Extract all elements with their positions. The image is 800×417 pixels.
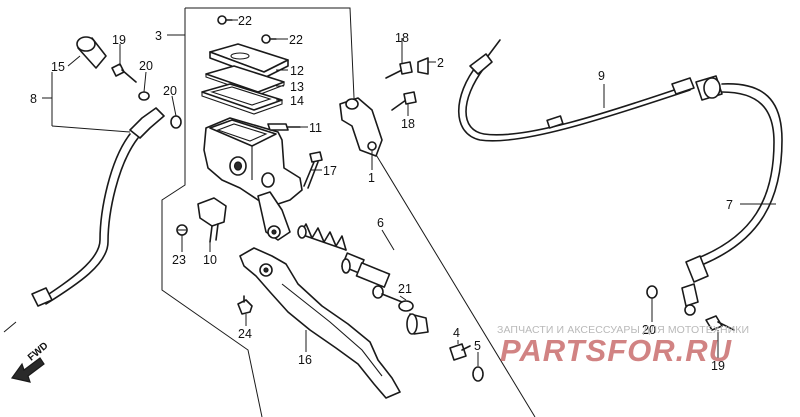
callout-22-side: 22 [289,33,303,47]
reservoir-diaphragm [201,83,283,115]
sealing-washer-left-1 [138,91,150,101]
callout-10: 10 [203,253,217,267]
mounting-bolt [303,151,323,189]
callout-1: 1 [368,171,375,185]
reservoir-screw-top [217,15,233,25]
hose-right [681,75,783,307]
callout-5: 5 [474,339,481,353]
dust-boot [398,300,414,312]
callout-23: 23 [172,253,186,267]
clamp-holder [339,97,383,157]
sealing-washer-right-1 [646,285,658,299]
callout-9: 9 [598,69,605,83]
clutch-switch [449,343,471,361]
hose-left [31,107,165,307]
piston-set [297,223,403,303]
callout-19-left: 19 [112,33,126,47]
callout-6: 6 [377,216,384,230]
callout-18-upper: 18 [395,31,409,45]
clutch-lever [239,247,401,399]
callout-numbers: 3 22 22 12 13 14 11 17 1 18 2 18 9 7 6 2… [30,14,733,373]
callout-3: 3 [155,29,162,43]
boot-cap [406,313,429,335]
bracket-bolt-lower [391,91,417,111]
hose-clip [417,57,429,75]
callout-20-right: 20 [642,323,656,337]
bleed-screw [267,123,301,131]
reservoir-screw-side [261,34,277,44]
sealing-washer-left-2 [170,115,182,129]
watermark-caption: ЗАПЧАСТИ И АКСЕССУАРЫ ДЛЯ МОТОТЕХНИКИ [497,324,750,336]
bracket-bolt-upper [385,61,413,79]
master-cylinder-body [203,117,303,241]
callout-19-right: 19 [711,359,725,373]
callout-2: 2 [437,56,444,70]
switch-screw [176,224,188,236]
callout-21: 21 [398,282,412,296]
callout-11: 11 [309,121,322,135]
callout-22-top: 22 [238,14,252,28]
callout-15: 15 [51,60,65,74]
switch [197,197,227,243]
reservoir-cap [209,43,289,79]
callout-16: 16 [298,353,312,367]
clutch-cable [458,39,695,142]
banjo-bolt-right [705,315,735,331]
callout-24: 24 [238,327,252,341]
callout-20-left-2: 20 [163,84,177,98]
callout-7: 7 [726,198,733,212]
callout-14: 14 [290,94,304,108]
callout-18-lower: 18 [401,117,415,131]
callout-20-left-1: 20 [139,59,153,73]
hose-fitting-cover [76,36,107,69]
assembly-boundary [161,7,536,417]
callout-8: 8 [30,92,37,106]
callout-4: 4 [453,326,460,340]
leader-lines [42,19,776,366]
lever-pivot-nut [237,295,253,315]
callout-17: 17 [323,164,337,178]
banjo-bolt-left [111,63,137,83]
fwd-arrow [3,321,45,383]
callout-13: 13 [290,80,304,94]
watermark-brand: PARTSFOR.RU [500,333,733,368]
sealing-washer-right-2 [684,304,696,316]
switch-cap [472,366,484,382]
callout-12: 12 [290,64,304,78]
